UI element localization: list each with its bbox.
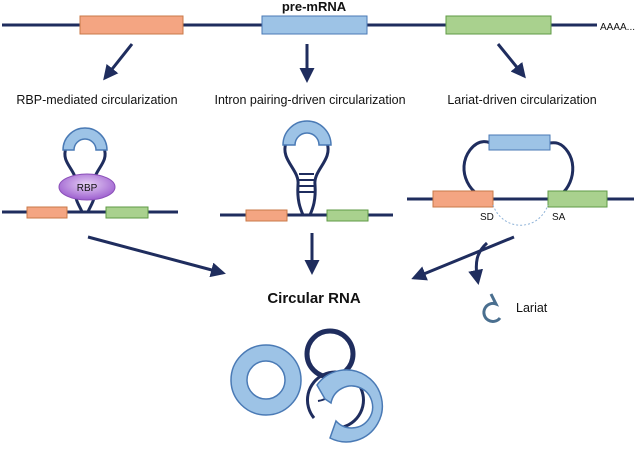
arrow-lariat-to-product [411,235,515,281]
exon-blue-lariat [488,134,551,151]
exon-orange-intron-pairing [245,209,288,222]
arrow-to-lariat-product [468,241,489,285]
circrna-ring-exonic [230,344,302,416]
rbp-protein [58,173,116,201]
exon-blue [261,15,368,35]
lariat-driven-structure: SD SA [407,134,634,226]
exon-green-lariat [547,190,608,208]
mechanism-label-intron-pairing: Intron pairing-driven circularization [214,93,405,107]
exon-green [445,15,552,35]
mechanism-label-rbp: RBP-mediated circularization [16,93,177,107]
rbp-label: RBP [77,183,98,194]
circular-rna-label: Circular RNA [267,290,361,307]
exon-green-rbp [105,206,149,219]
pre-mrna-title: pre-mRNA [282,0,347,14]
circrna-products [230,328,384,443]
exon-orange [79,15,184,35]
exon-arc-rbp [62,127,108,151]
arrow-to-lariat [496,43,526,79]
poly-a-tail: AAAA... [600,22,635,33]
lariat-product: Lariat [482,293,548,323]
exon-orange-lariat [432,190,494,208]
mechanism-label-lariat: Lariat-driven circularization [447,93,596,107]
intron-pairing-structure [220,120,393,222]
exon-orange-rbp [26,206,68,219]
sd-label: SD [480,212,494,223]
rbp-mediated-structure: RBP [2,127,178,219]
arrow-to-rbp [103,43,134,81]
lariat-label: Lariat [516,301,548,315]
arrow-rbp-to-product [87,235,226,278]
sa-label: SA [552,212,566,223]
circrna-ring-exon-intron-fill [316,369,384,443]
pre-mrna: pre-mRNA AAAA... [2,0,635,35]
exon-arc-intron-pairing [282,120,332,146]
exon-green-intron-pairing [326,209,369,222]
splice-site-link [492,204,549,226]
